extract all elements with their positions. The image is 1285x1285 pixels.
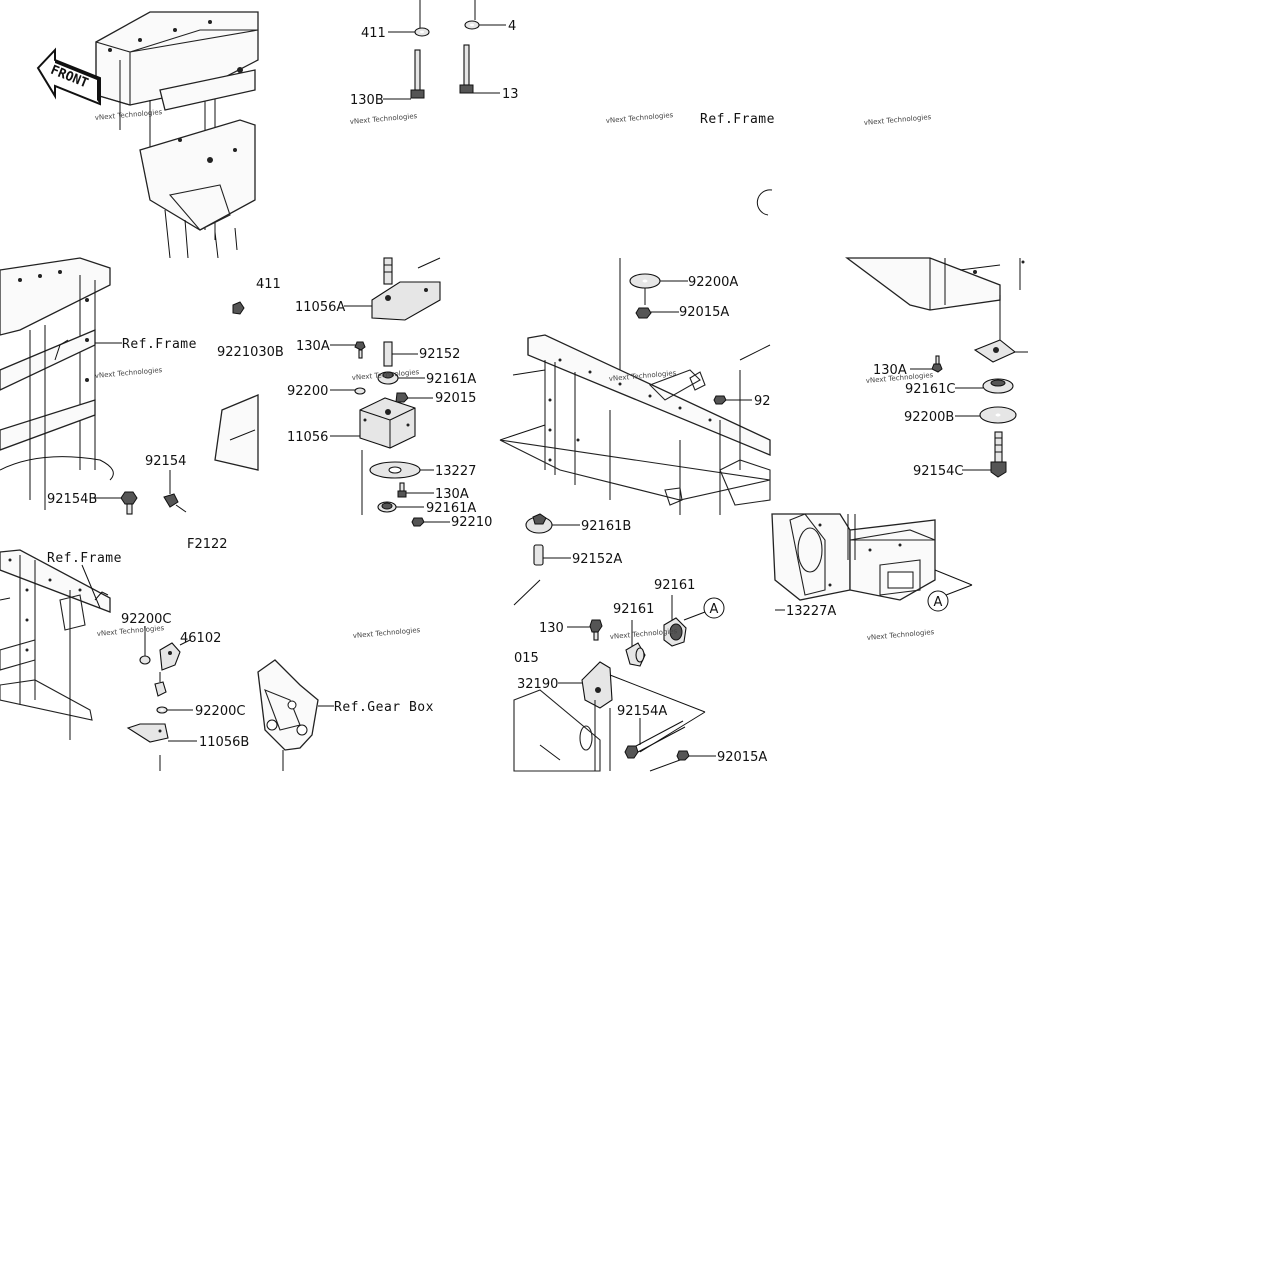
ref-frame-top: Ref.Frame xyxy=(700,112,775,127)
callout-92161A-2: 92161A xyxy=(426,501,476,516)
circle-marker-a-1: A xyxy=(703,597,725,619)
callout-130: 130 xyxy=(539,621,564,636)
callout-92015: 92015 xyxy=(435,391,476,406)
engine-mount-stack xyxy=(330,257,450,527)
callout-9221030B: 9221030B xyxy=(217,345,284,360)
ref-frame-left: Ref.Frame xyxy=(122,337,197,352)
callout-92161-1: 92161 xyxy=(654,578,695,593)
callout-46102: 46102 xyxy=(180,631,221,646)
callout-92154A: 92154A xyxy=(617,704,667,719)
callout-015: 015 xyxy=(514,651,539,666)
callout-11056A: 11056A xyxy=(295,300,345,315)
callout-92161-2: 92161 xyxy=(613,602,654,617)
gear-box-bracket-drawing xyxy=(257,659,334,771)
tile-top-bolts xyxy=(383,0,506,100)
callout-92161B: 92161B xyxy=(581,519,631,534)
rear-mount-drawing xyxy=(845,257,1028,478)
callout-92210: 92210 xyxy=(451,515,492,530)
frame-top-left-drawing xyxy=(95,11,259,259)
callout-92200: 92200 xyxy=(287,384,328,399)
watermark-10: vNext Technologies xyxy=(352,626,420,640)
circle-marker-a-1-label: A xyxy=(710,602,719,617)
figure-code: F2122 xyxy=(187,537,228,552)
callout-130A-low: 130A xyxy=(435,487,469,502)
callout-92154C: 92154C xyxy=(913,464,963,479)
watermark-9: vNext Technologies xyxy=(96,624,164,638)
callout-92200C-1: 92200C xyxy=(121,612,171,627)
ref-gear-box: Ref.Gear Box xyxy=(334,700,434,715)
callout-13227A: 13227A xyxy=(786,604,836,619)
watermark-1: vNext Technologies xyxy=(94,108,162,122)
callout-92015A-low: 92015A xyxy=(717,750,767,765)
callout-130B-top: 130B xyxy=(350,93,384,108)
front-arrow: FRONT xyxy=(36,47,101,106)
callout-11056B: 11056B xyxy=(199,735,249,750)
callout-92015A-top: 92015A xyxy=(679,305,729,320)
callout-92152A: 92152A xyxy=(572,552,622,567)
circle-marker-a-2: A xyxy=(927,590,949,612)
callout-92161C: 92161C xyxy=(905,382,955,397)
watermark-2: vNext Technologies xyxy=(349,112,417,126)
callout-13227: 13227 xyxy=(435,464,476,479)
circle-marker-a-2-label: A xyxy=(934,595,943,610)
callout-13-top: 13 xyxy=(502,87,519,102)
rear-bushing-drawing xyxy=(513,513,716,772)
callout-411-mid: 411 xyxy=(256,277,281,292)
watermark-4: vNext Technologies xyxy=(863,113,931,127)
callout-92152: 92152 xyxy=(419,347,460,362)
callout-130A-right: 130A xyxy=(873,363,907,378)
callout-92200B: 92200B xyxy=(904,410,954,425)
callout-92-right: 92 xyxy=(754,394,771,409)
callout-92161A-1: 92161A xyxy=(426,372,476,387)
callout-92154: 92154 xyxy=(145,454,186,469)
tile-left-fasteners: 9221030B 411 xyxy=(94,277,284,515)
callout-4-top: 4 xyxy=(508,19,516,34)
hitch-receiver-drawing xyxy=(771,513,973,611)
ref-frame-low: Ref.Frame xyxy=(47,551,122,566)
callout-411-top: 411 xyxy=(361,26,386,41)
frame-left-drawing xyxy=(0,257,122,510)
callout-11056: 11056 xyxy=(287,430,328,445)
callout-92200C-2: 92200C xyxy=(195,704,245,719)
watermark-3: vNext Technologies xyxy=(605,111,673,125)
watermark-12: vNext Technologies xyxy=(866,628,934,642)
chassis-frame-drawing xyxy=(499,258,771,515)
callout-32190: 32190 xyxy=(517,677,558,692)
callout-130A-mid: 130A xyxy=(296,339,330,354)
front-mount-drawing xyxy=(0,549,197,771)
watermark-5: vNext Technologies xyxy=(94,366,162,380)
callout-92200A: 92200A xyxy=(688,275,738,290)
callout-92154B: 92154B xyxy=(47,492,97,507)
